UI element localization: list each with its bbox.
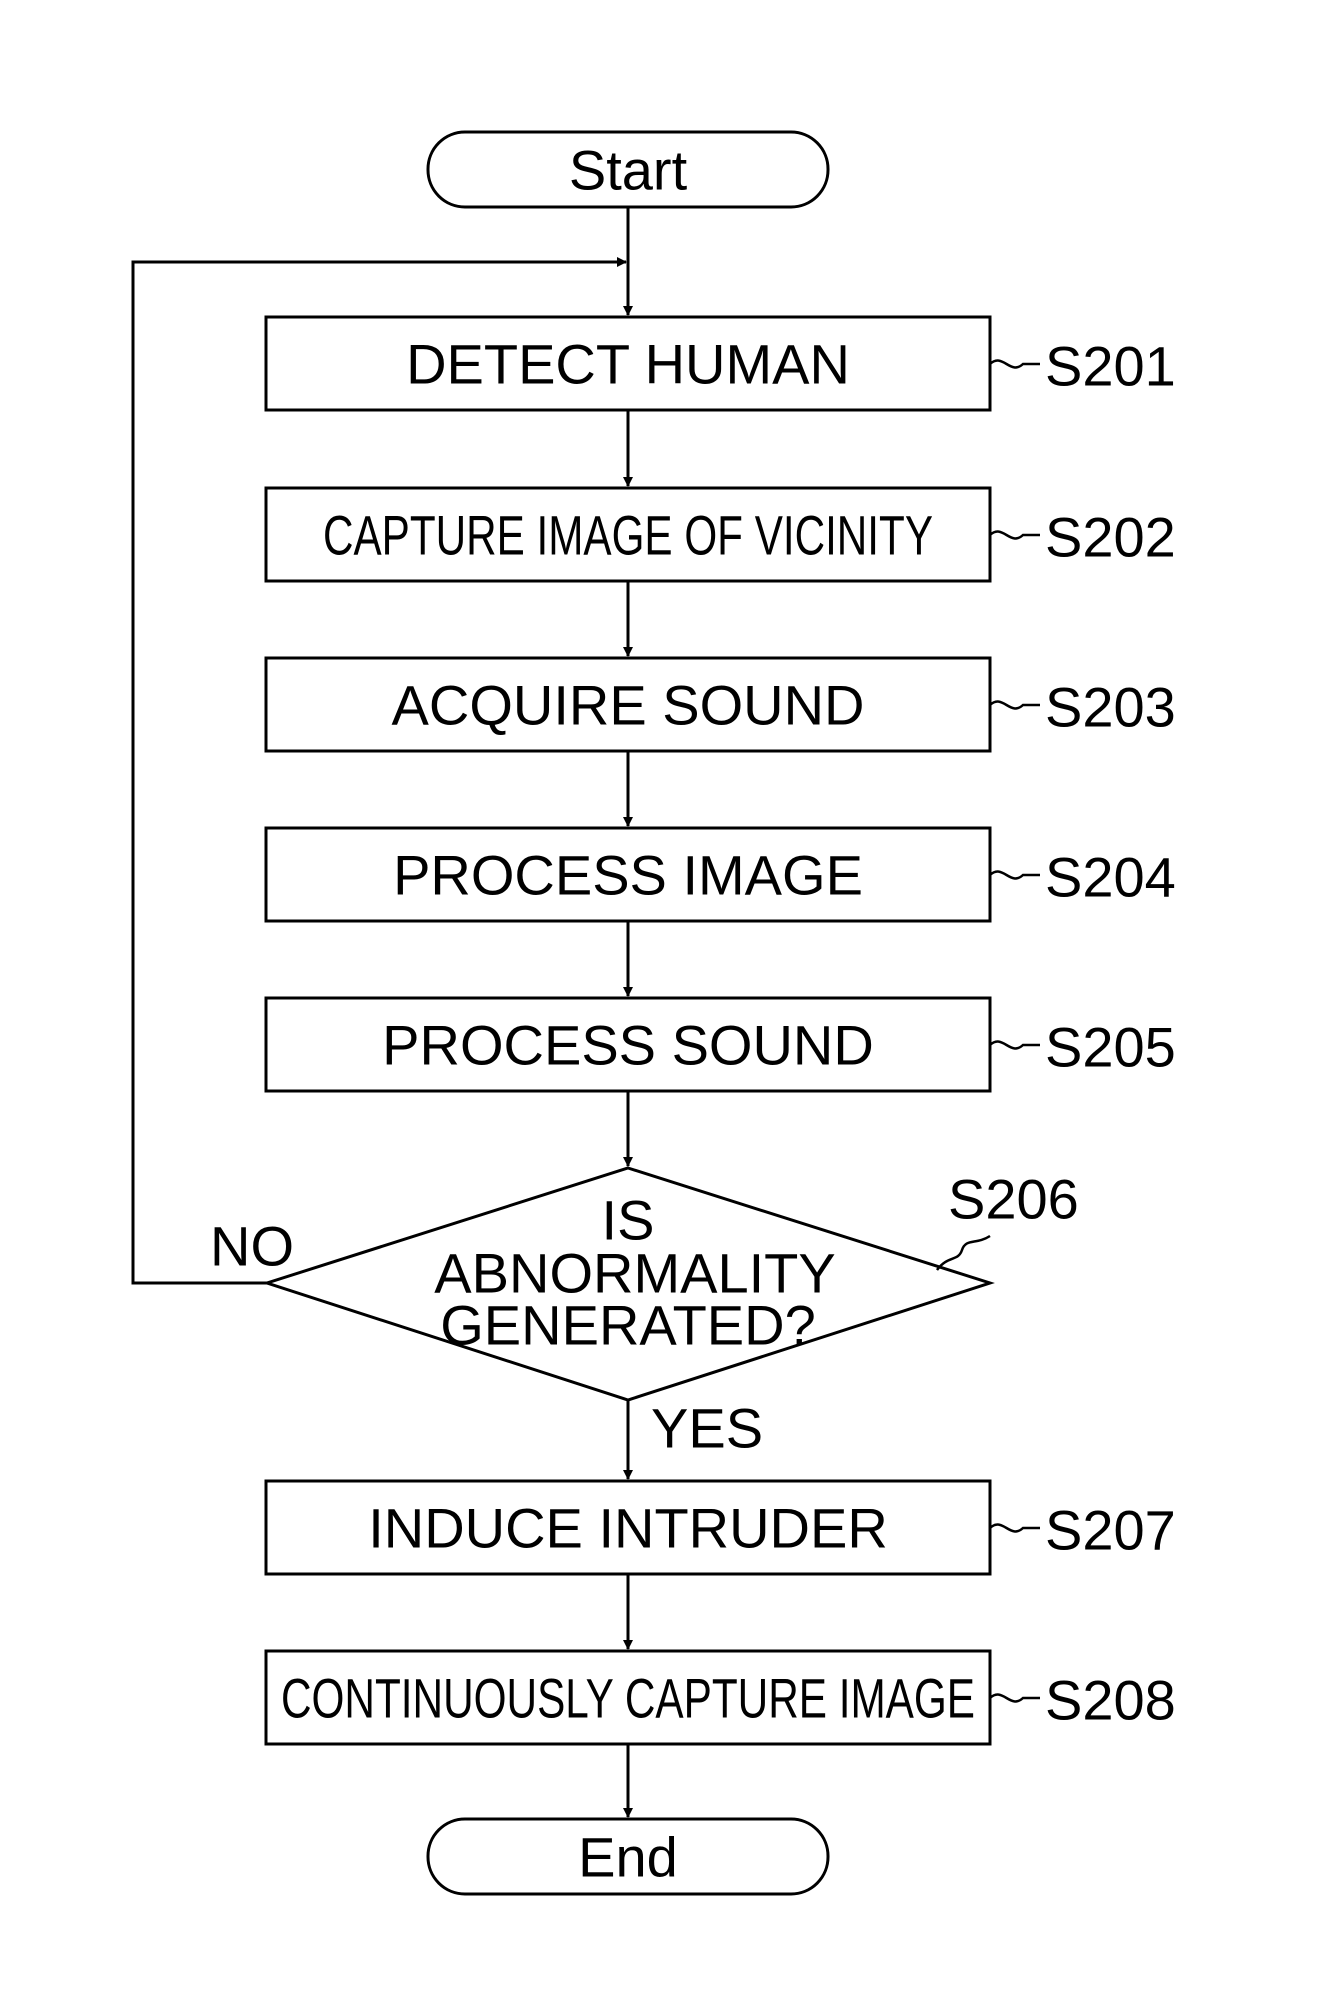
start-terminal: Start bbox=[428, 132, 828, 207]
step-induce-intruder: INDUCE INTRUDER bbox=[266, 1481, 990, 1574]
step-label: CAPTURE IMAGE OF VICINITY bbox=[323, 504, 933, 567]
step-id-s203: S203 bbox=[1045, 676, 1176, 739]
step-id-leader bbox=[990, 1695, 1040, 1702]
step-label: PROCESS IMAGE bbox=[393, 844, 863, 907]
step-process-image: PROCESS IMAGE bbox=[266, 828, 990, 921]
decision-id-s206: S206 bbox=[948, 1168, 1079, 1231]
decision-id-leader bbox=[937, 1236, 990, 1270]
step-continuously-capture-image: CONTINUOUSLY CAPTURE IMAGE bbox=[266, 1651, 990, 1744]
step-process-sound: PROCESS SOUND bbox=[266, 998, 990, 1091]
step-label: ACQUIRE SOUND bbox=[392, 674, 865, 737]
step-label: INDUCE INTRUDER bbox=[368, 1497, 888, 1560]
step-id-s205: S205 bbox=[1045, 1016, 1176, 1079]
start-label: Start bbox=[569, 139, 688, 202]
step-label: DETECT HUMAN bbox=[406, 333, 850, 396]
no-branch-label: NO bbox=[210, 1215, 294, 1278]
step-detect-human: DETECT HUMAN bbox=[266, 317, 990, 410]
step-label: CONTINUOUSLY CAPTURE IMAGE bbox=[281, 1667, 975, 1730]
step-acquire-sound: ACQUIRE SOUND bbox=[266, 658, 990, 751]
step-id-leader bbox=[990, 1525, 1040, 1532]
no-loop-connector bbox=[133, 262, 626, 1283]
step-label: PROCESS SOUND bbox=[382, 1014, 874, 1077]
step-id-s201: S201 bbox=[1045, 335, 1176, 398]
yes-branch-label: YES bbox=[651, 1397, 763, 1460]
step-id-leader bbox=[990, 1042, 1040, 1049]
decision-abnormality: IS ABNORMALITY GENERATED? bbox=[267, 1168, 990, 1400]
end-label: End bbox=[578, 1826, 678, 1889]
step-id-s207: S207 bbox=[1045, 1499, 1176, 1562]
step-capture-image-of-vicinity: CAPTURE IMAGE OF VICINITY bbox=[266, 488, 990, 581]
step-id-leader bbox=[990, 872, 1040, 879]
end-terminal: End bbox=[428, 1819, 828, 1894]
step-id-s204: S204 bbox=[1045, 846, 1176, 909]
step-id-leader bbox=[990, 532, 1040, 539]
step-id-leader bbox=[990, 702, 1040, 709]
step-id-s208: S208 bbox=[1045, 1669, 1176, 1732]
step-id-s202: S202 bbox=[1045, 506, 1176, 569]
step-id-leader bbox=[990, 361, 1040, 368]
decision-line-3: GENERATED? bbox=[440, 1294, 815, 1357]
